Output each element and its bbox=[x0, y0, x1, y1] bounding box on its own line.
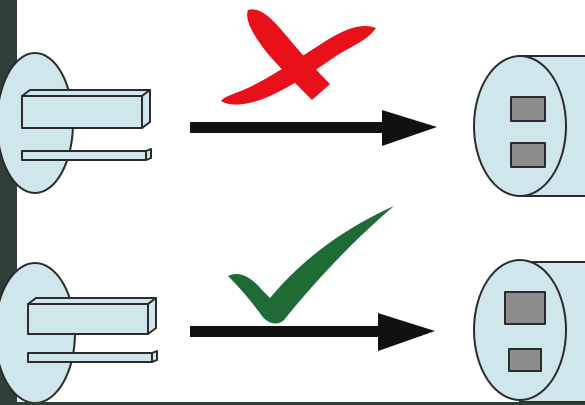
row-correct bbox=[0, 206, 585, 404]
outlet-polarized-slots-icon bbox=[473, 259, 585, 403]
plug-narrow-blade-side bbox=[145, 148, 152, 161]
check-mark bbox=[228, 206, 394, 324]
plug-wide-blade bbox=[21, 95, 143, 129]
plug-icon-top bbox=[0, 52, 152, 194]
arrow-shaft bbox=[190, 122, 390, 133]
arrow-shaft bbox=[190, 326, 390, 337]
outlet-face bbox=[473, 55, 567, 197]
outlet-slot-lower bbox=[510, 142, 546, 168]
outlet-slot-wide bbox=[504, 291, 546, 325]
green-check-icon bbox=[228, 206, 394, 324]
outlet-equal-slots-icon bbox=[473, 55, 585, 197]
plug-narrow-blade bbox=[21, 150, 147, 161]
x-stroke-a bbox=[247, 9, 330, 101]
plug-wide-blade-side bbox=[141, 89, 151, 129]
outlet-slot-upper bbox=[510, 96, 546, 122]
plug-icon-bottom bbox=[0, 262, 158, 404]
x-stroke-b bbox=[221, 26, 376, 105]
plug-wide-blade-side bbox=[147, 297, 157, 335]
red-x-icon bbox=[221, 9, 376, 105]
outlet-slot-narrow bbox=[508, 348, 542, 372]
arrow-icon-top bbox=[190, 110, 437, 146]
frame-bottom-border bbox=[0, 402, 585, 405]
plug-narrow-blade bbox=[27, 352, 153, 363]
plug-narrow-blade-side bbox=[151, 350, 158, 363]
row-incorrect bbox=[0, 9, 585, 197]
outlet-face bbox=[473, 259, 567, 401]
arrow-head bbox=[382, 110, 437, 146]
arrow-icon-bottom bbox=[190, 313, 435, 351]
arrow-head bbox=[378, 313, 435, 351]
plug-wide-blade bbox=[27, 303, 149, 335]
